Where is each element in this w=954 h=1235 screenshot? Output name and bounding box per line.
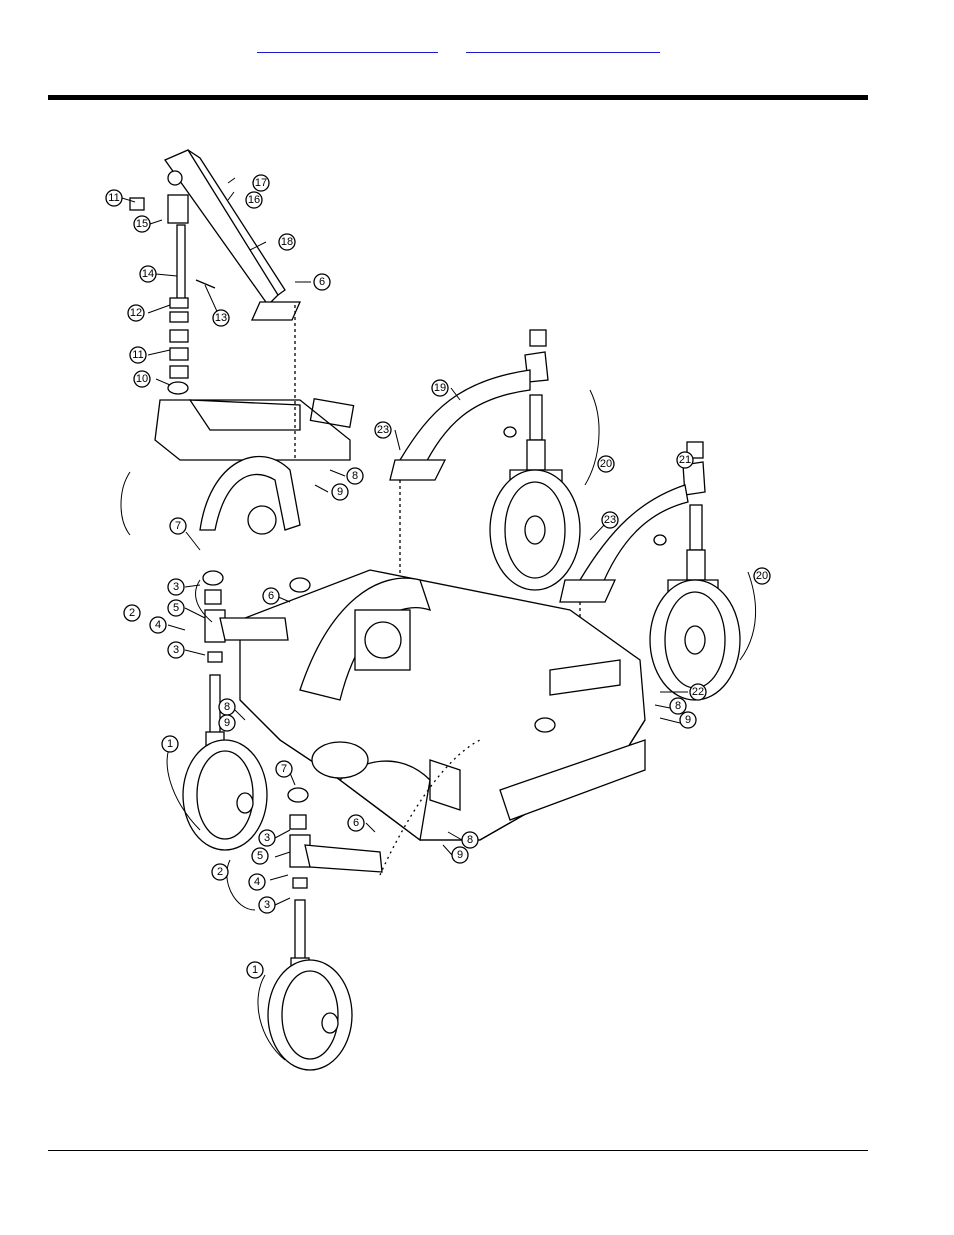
callout-1a: 1	[162, 736, 178, 752]
callout-14: 14	[140, 266, 156, 282]
callout-11a: 11	[106, 190, 122, 206]
callout-11b: 11	[130, 347, 146, 363]
callout-9c: 9	[219, 715, 235, 731]
parts-diagram: 11 15 17 16 18 14 6 12 13 11 10 19 23 8 …	[100, 140, 790, 1080]
svg-text:12: 12	[130, 307, 142, 319]
svg-text:19: 19	[434, 382, 446, 394]
callout-3a: 3	[168, 579, 184, 595]
svg-text:15: 15	[136, 218, 148, 230]
callout-23b: 23	[602, 512, 618, 528]
callout-3c: 3	[259, 830, 275, 846]
svg-text:16: 16	[248, 194, 260, 206]
svg-text:9: 9	[224, 717, 230, 729]
nav-link-left[interactable]	[257, 38, 438, 53]
callout-8b: 8	[670, 698, 686, 714]
callout-4b: 4	[249, 874, 265, 890]
svg-text:22: 22	[692, 686, 704, 698]
svg-text:7: 7	[281, 763, 287, 775]
svg-text:8: 8	[675, 700, 681, 712]
svg-text:1: 1	[167, 738, 173, 750]
svg-text:11: 11	[132, 349, 143, 361]
callout-18: 18	[279, 234, 295, 250]
svg-text:20: 20	[756, 570, 768, 582]
svg-text:6: 6	[353, 817, 359, 829]
svg-text:1: 1	[252, 964, 258, 976]
callout-9a: 9	[332, 484, 348, 500]
callout-8c: 8	[219, 699, 235, 715]
callout-19: 19	[432, 380, 448, 396]
callout-7a: 7	[170, 518, 186, 534]
svg-text:11: 11	[108, 192, 119, 204]
svg-text:9: 9	[457, 849, 463, 861]
nav-link-right[interactable]	[466, 38, 660, 53]
svg-text:9: 9	[337, 486, 343, 498]
callout-4a: 4	[150, 617, 166, 633]
svg-text:8: 8	[467, 834, 473, 846]
svg-text:8: 8	[352, 470, 358, 482]
svg-text:4: 4	[254, 876, 260, 888]
header-rule	[48, 95, 868, 100]
svg-text:2: 2	[217, 866, 223, 878]
callout-10: 10	[134, 371, 150, 387]
callout-2a: 2	[124, 605, 140, 621]
callout-9d: 9	[452, 847, 468, 863]
callout-6a: 6	[314, 274, 330, 290]
callout-3b: 3	[168, 642, 184, 658]
callout-12: 12	[128, 305, 144, 321]
callout-22: 22	[690, 684, 706, 700]
callout-2b: 2	[212, 864, 228, 880]
svg-text:23: 23	[604, 514, 616, 526]
callout-15: 15	[134, 216, 150, 232]
svg-text:21: 21	[679, 454, 691, 466]
callout-8a: 8	[347, 468, 363, 484]
svg-text:17: 17	[255, 177, 267, 189]
callout-5a: 5	[168, 600, 184, 616]
svg-text:3: 3	[173, 644, 179, 656]
svg-text:18: 18	[281, 236, 293, 248]
callout-7b: 7	[276, 761, 292, 777]
svg-text:23: 23	[377, 424, 389, 436]
callout-5b: 5	[252, 848, 268, 864]
callout-6b: 6	[263, 588, 279, 604]
callout-21: 21	[677, 452, 693, 468]
callout-16: 16	[246, 192, 262, 208]
svg-text:2: 2	[129, 607, 135, 619]
callout-13: 13	[213, 310, 229, 326]
svg-text:14: 14	[142, 268, 154, 280]
svg-text:3: 3	[173, 581, 179, 593]
caster-arm-right-upper	[390, 330, 580, 600]
svg-text:6: 6	[319, 276, 325, 288]
callout-9b: 9	[680, 712, 696, 728]
svg-text:20: 20	[600, 458, 612, 470]
hitch-assembly	[130, 150, 354, 534]
svg-text:3: 3	[264, 832, 270, 844]
svg-text:6: 6	[268, 590, 274, 602]
callout-23a: 23	[375, 422, 391, 438]
callout-20a: 20	[598, 456, 614, 472]
svg-text:5: 5	[173, 602, 179, 614]
callout-8d: 8	[462, 832, 478, 848]
svg-text:3: 3	[264, 899, 270, 911]
callout-6c: 6	[348, 815, 364, 831]
footer-rule	[48, 1150, 868, 1151]
svg-text:10: 10	[136, 373, 148, 385]
svg-text:7: 7	[175, 520, 181, 532]
callout-17: 17	[253, 175, 269, 191]
svg-text:13: 13	[215, 312, 227, 324]
callout-1b: 1	[247, 962, 263, 978]
callout-20b: 20	[754, 568, 770, 584]
svg-text:4: 4	[155, 619, 161, 631]
svg-text:9: 9	[685, 714, 691, 726]
svg-text:8: 8	[224, 701, 230, 713]
svg-text:5: 5	[257, 850, 263, 862]
callout-3d: 3	[259, 897, 275, 913]
